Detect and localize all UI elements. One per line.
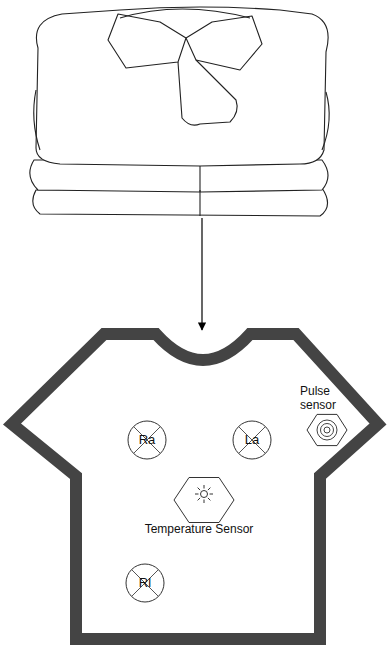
folded-shirts: [30, 7, 329, 216]
electrode-node: La: [232, 420, 272, 460]
arrow: [201, 218, 202, 330]
electrode-node: Ra: [127, 420, 167, 460]
electrode-label: Rl: [125, 576, 165, 590]
fold-line: [322, 92, 329, 150]
sensor-label: Temperature Sensor: [114, 522, 284, 536]
sensor-hexagon: [174, 478, 234, 523]
sensor-label: Pulse sensor: [300, 384, 346, 412]
sun-core: [201, 491, 208, 498]
pulse-ring: [324, 427, 330, 433]
pulse-ring: [321, 424, 334, 437]
electrode-label: La: [232, 433, 272, 447]
collar-left: [108, 14, 186, 68]
shirt-top: [36, 7, 328, 166]
electrode-circle: [128, 421, 166, 459]
node-shape: [305, 410, 349, 450]
fold-line: [199, 190, 200, 216]
sensor-node: Temperature Sensor: [114, 472, 284, 542]
fold-line: [34, 90, 40, 150]
sun-rays: [195, 485, 213, 503]
electrode-circle: [233, 421, 271, 459]
sensor-node: Pulse sensor: [296, 382, 358, 452]
electrode-circle: [126, 564, 164, 602]
electrode-node: Rl: [125, 563, 165, 603]
placket: [178, 60, 237, 125]
sensor-hexagon: [307, 414, 347, 445]
pulse-ring: [317, 420, 337, 440]
electrode-label: Ra: [127, 433, 167, 447]
t-shirt-outline: [12, 334, 378, 639]
collar-band: [120, 9, 250, 18]
node-shape: [172, 472, 236, 528]
